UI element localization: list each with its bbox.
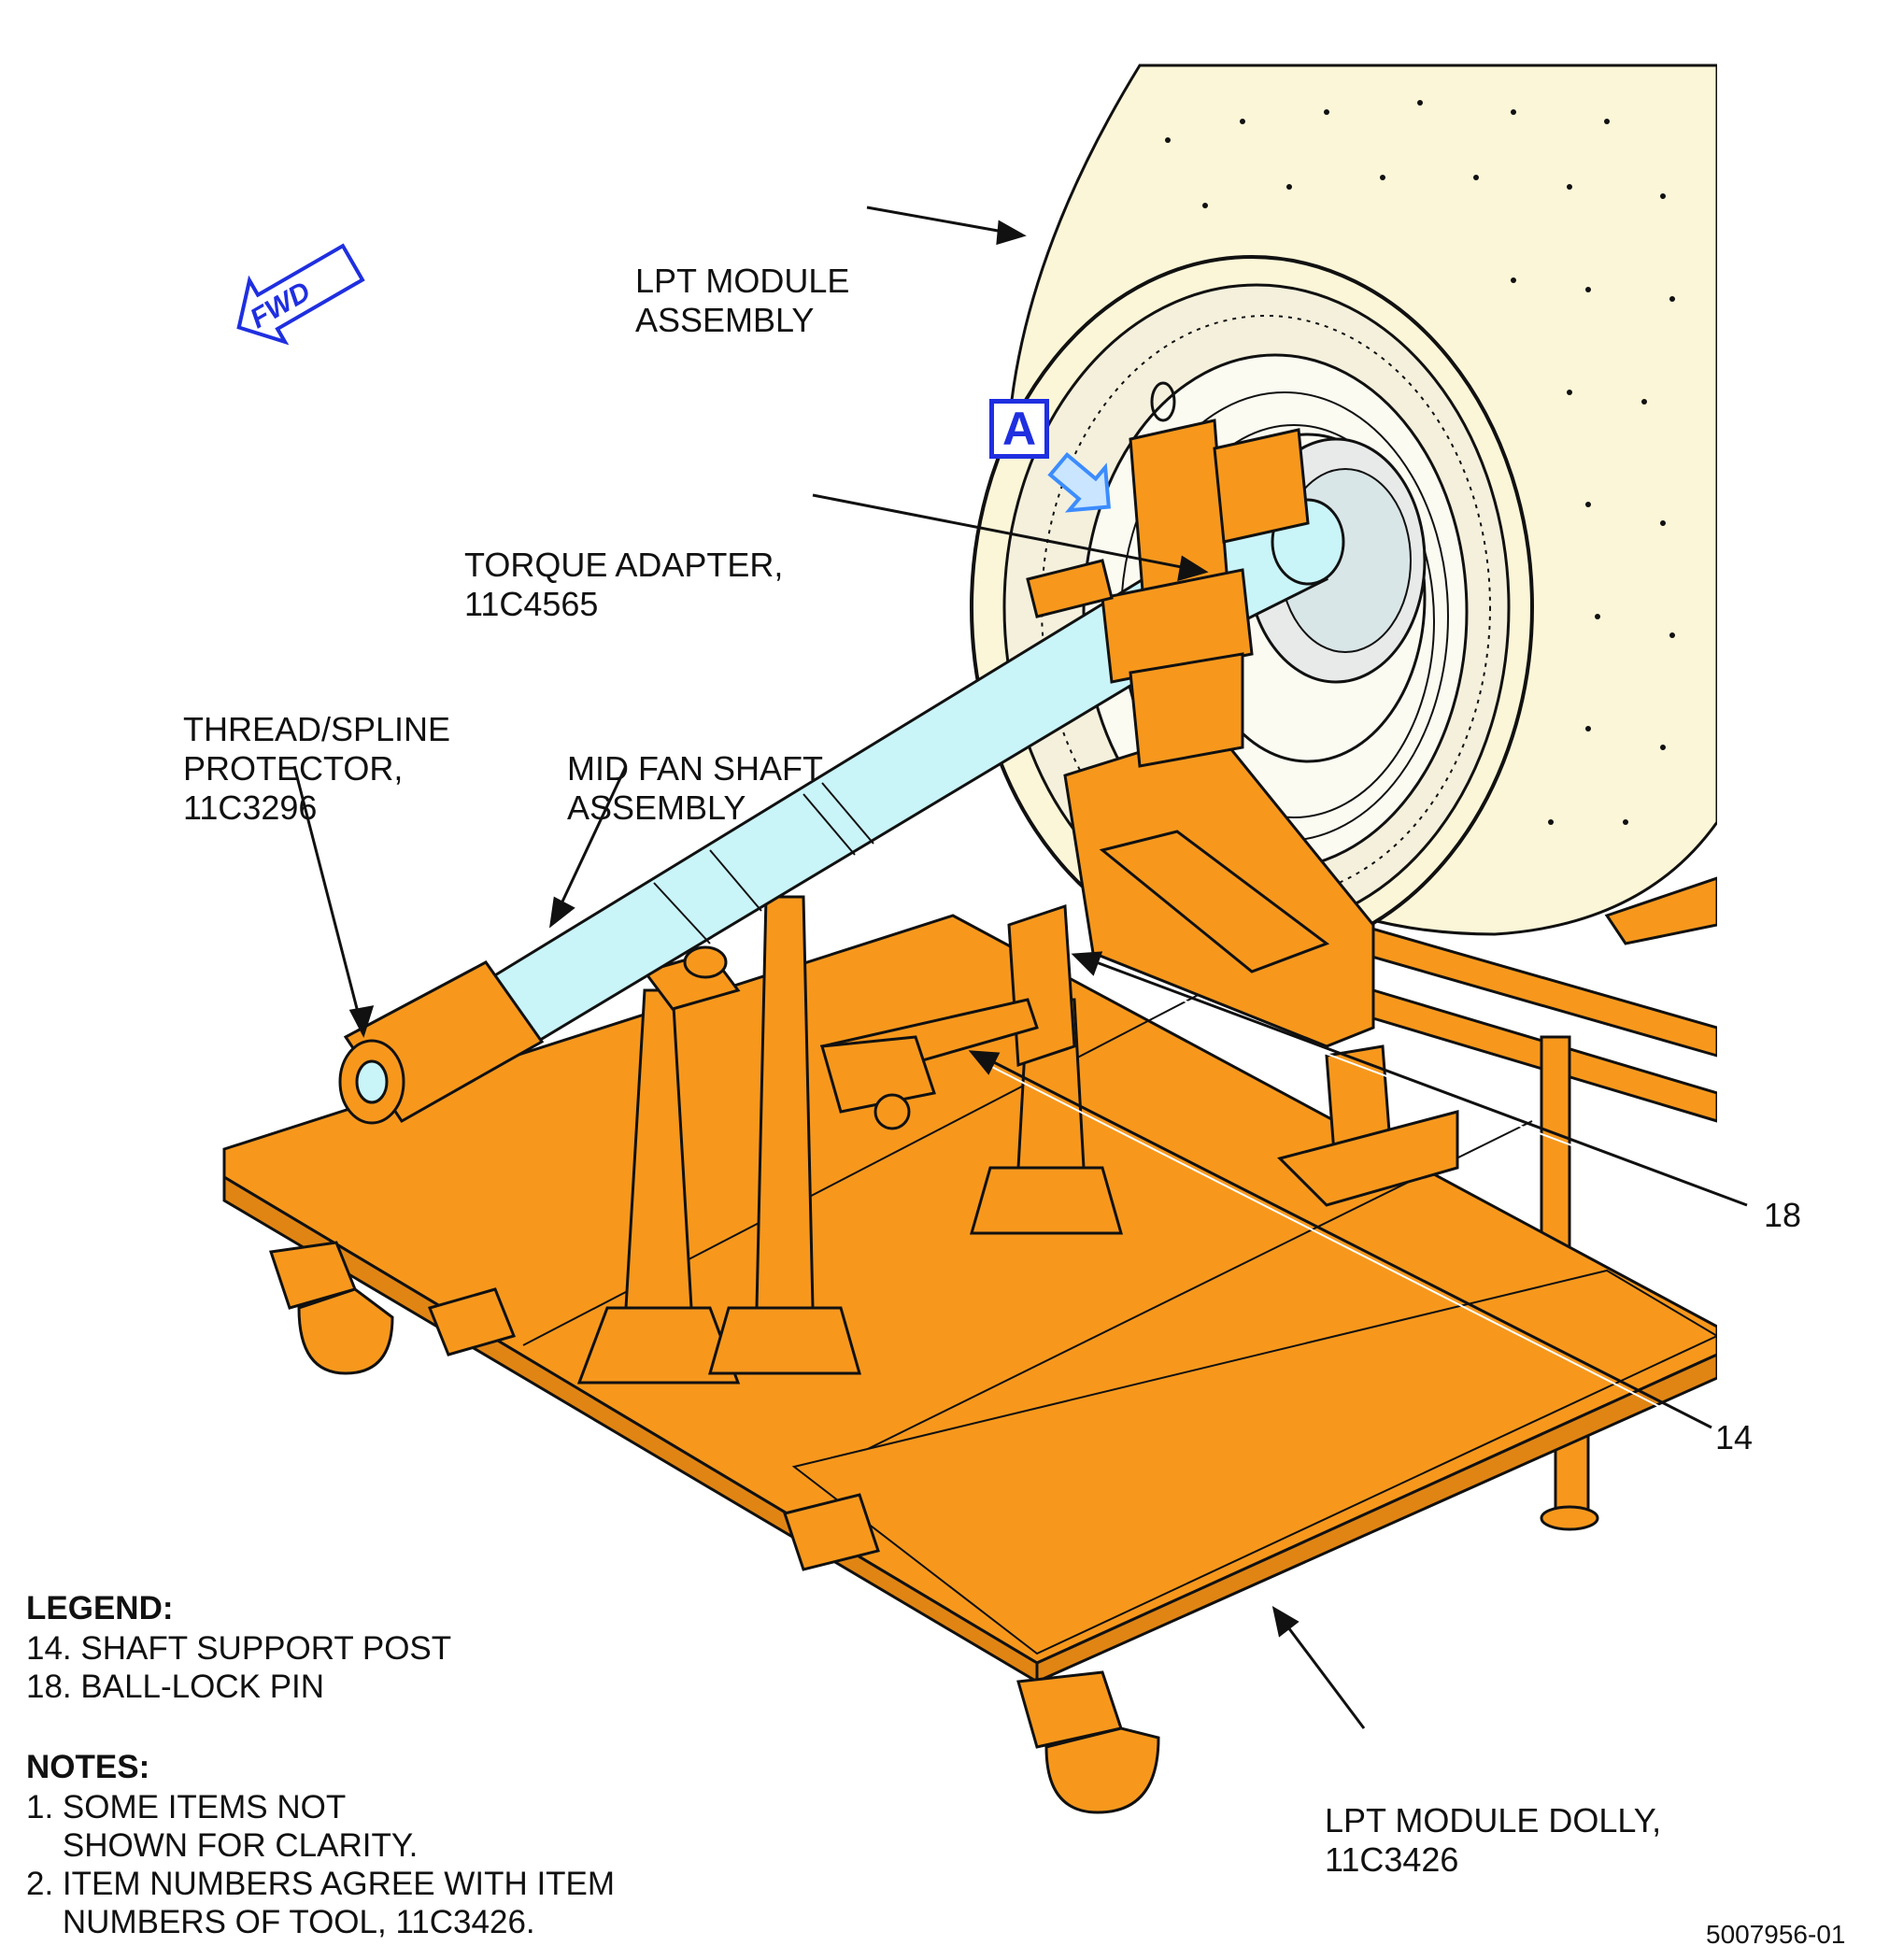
- notes-title: NOTES:: [26, 1749, 150, 1785]
- callout-torque-adapter: TORQUE ADAPTER,11C4565: [464, 546, 784, 623]
- leader-lines: [292, 206, 1748, 1729]
- note-line-1: 1. SOME ITEMS NOT: [26, 1789, 347, 1825]
- fwd-direction-arrow: [236, 243, 365, 346]
- view-a-arrow: [1047, 451, 1111, 513]
- figure-number: 5007956-01: [1706, 1920, 1846, 1949]
- lpt-module-dolly-drawing: [222, 727, 1717, 1814]
- callout-lpt-dolly: LPT MODULE DOLLY,11C3426: [1325, 1801, 1662, 1879]
- legend-item-14: 14. SHAFT SUPPORT POST: [26, 1630, 452, 1667]
- note-line-3: 2. ITEM NUMBERS AGREE WITH ITEM: [26, 1866, 616, 1902]
- legend-item-18: 18. BALL-LOCK PIN: [26, 1669, 325, 1705]
- callout-item-18: 18: [1764, 1196, 1802, 1234]
- legend-title: LEGEND:: [26, 1590, 174, 1626]
- note-line-2: SHOWN FOR CLARITY.: [26, 1827, 419, 1864]
- torque-adapter-drawing: [1026, 381, 1310, 768]
- note-line-4: NUMBERS OF TOOL, 11C3426.: [26, 1904, 535, 1940]
- callout-item-14: 14: [1715, 1418, 1754, 1456]
- view-a-tag: A: [989, 399, 1049, 459]
